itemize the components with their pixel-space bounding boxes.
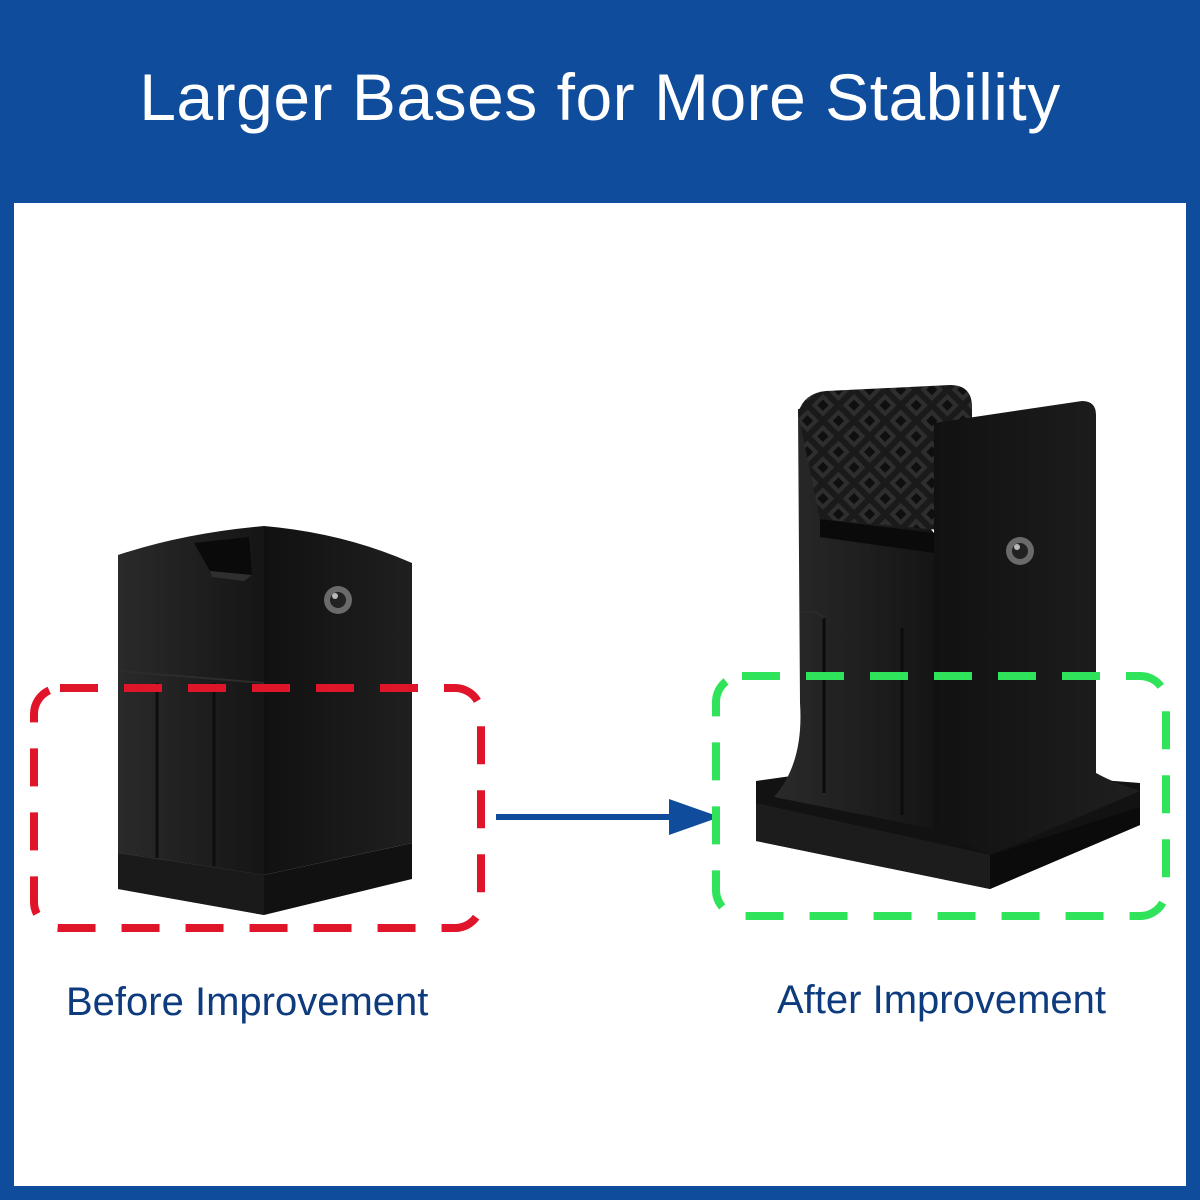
after-product-image (756, 385, 1140, 889)
title-banner: Larger Bases for More Stability (0, 0, 1200, 200)
arrow-right-icon (496, 799, 720, 835)
before-highlight-box (30, 684, 485, 932)
after-caption: After Improvement (777, 978, 1107, 1022)
comparison-panel: Before Improvement After Improvement (14, 203, 1186, 1186)
before-product-image (117, 526, 412, 915)
comparison-illustration (30, 385, 1170, 932)
after-highlight-box (712, 672, 1170, 920)
before-caption: Before Improvement (66, 980, 429, 1024)
banner-title: Larger Bases for More Stability (139, 60, 1061, 134)
